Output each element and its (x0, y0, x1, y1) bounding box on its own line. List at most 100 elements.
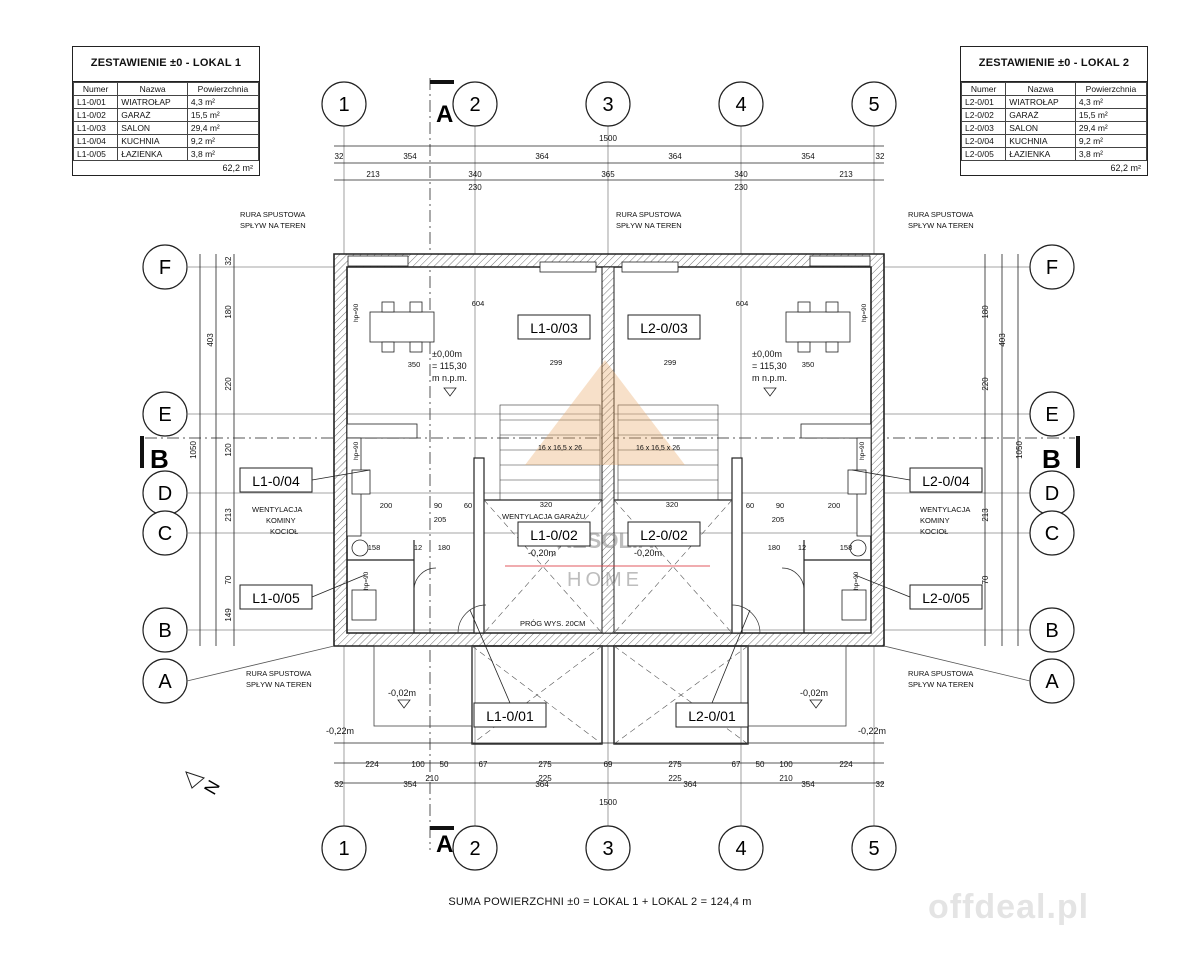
dim: 230 (468, 183, 482, 192)
cell: L1-0/05 (72, 147, 119, 161)
room-label-l2-kuchnia: L2-0/04 (922, 473, 970, 489)
dim: 354 (801, 780, 815, 789)
dim-total: 1500 (599, 134, 617, 143)
axis-label: B (158, 620, 171, 642)
level-mark: -0,02m (388, 688, 416, 698)
dim: 213 (981, 508, 990, 522)
section-mark-b: B (150, 444, 169, 474)
dim: 32 (335, 780, 344, 789)
dim: 213 (366, 170, 380, 179)
dim-total: 1500 (599, 798, 617, 807)
dim: 50 (756, 760, 765, 769)
dim: 100 (779, 760, 793, 769)
stairs-label: 16 x 16,5 x 26 (538, 445, 582, 452)
axis-markers-right: F E D C B A (883, 244, 1075, 704)
dim: 70 (224, 575, 233, 584)
dimension-texts: 1500 32 354 364 364 354 32 213 340 365 3… (335, 134, 885, 807)
dim: 180 (438, 543, 451, 552)
axis-label: A (1045, 671, 1059, 693)
dim: 224 (839, 760, 853, 769)
dim: 180 (224, 305, 233, 319)
interior-dimensions: 604 604 299 299 350 350 320 320 200 200 … (368, 299, 853, 552)
watermark: offdeal.pl (928, 888, 1090, 926)
area-total: 62,2 m² (222, 163, 253, 173)
annotation: hp=90 (353, 303, 360, 322)
axis-label: F (1046, 257, 1058, 279)
axis-label: E (158, 404, 171, 426)
dim: 354 (403, 152, 417, 161)
dim: 224 (365, 760, 379, 769)
dim: 210 (779, 774, 793, 783)
dim: 67 (732, 760, 741, 769)
annotation: KOMINY (920, 516, 950, 525)
section-mark-b: B (1042, 444, 1061, 474)
dim: 354 (403, 780, 417, 789)
dim: 364 (535, 152, 549, 161)
annotation: KOCIOŁ (270, 527, 298, 536)
annotation: hp=90 (363, 571, 370, 590)
section-markers: A A B B (140, 80, 1080, 858)
level-mark: m n.p.m. (752, 373, 787, 383)
room-label-l2-garaz: L2-0/02 (640, 527, 688, 543)
dim: 158 (368, 543, 381, 552)
logo-text-2: HOME (567, 569, 643, 591)
dim: 32 (335, 152, 344, 161)
room-label-l2-wiatrolap: L2-0/01 (688, 708, 736, 724)
area-sum-footer: SUMA POWIERZCHNI ±0 = LOKAL 1 + LOKAL 2 … (448, 896, 752, 908)
area-table-lokal-1: ZESTAWIENIE ±0 - LOKAL 1 Numer Nazwa Pow… (72, 46, 260, 176)
dim: 275 (668, 760, 682, 769)
dim: 158 (840, 543, 853, 552)
dim: 230 (734, 183, 748, 192)
level-markers (397, 387, 823, 709)
axis-label: 5 (868, 94, 879, 116)
room-label-l1-kuchnia: L1-0/04 (252, 473, 300, 489)
axis-label: F (159, 257, 171, 279)
dim: 180 (981, 305, 990, 319)
dim: 205 (434, 515, 447, 524)
stairs-label: 16 x 16,5 x 26 (636, 445, 680, 452)
dim: 60 (746, 501, 754, 510)
dim: 90 (776, 501, 784, 510)
room-label-l2-lazienka: L2-0/05 (922, 590, 970, 606)
annotation: WENTYLACJA (252, 505, 302, 514)
dim: 70 (981, 575, 990, 584)
annotations: RURA SPUSTOWA SPŁYW NA TEREN RURA SPUSTO… (240, 210, 974, 736)
dim: 354 (801, 152, 815, 161)
dim: 299 (550, 358, 563, 367)
annotation: SPŁYW NA TEREN (908, 221, 974, 230)
annotation: hp=90 (861, 303, 868, 322)
annotation: RURA SPUSTOWA (240, 210, 305, 219)
cell: 3,8 m² (186, 147, 260, 161)
room-label-l1-wiatrolap: L1-0/01 (486, 708, 534, 724)
room-label-l1-garaz: L1-0/02 (530, 527, 578, 543)
axis-label: 2 (469, 94, 480, 116)
axis-markers-left: F E D C B A (142, 244, 335, 704)
level-mark: m n.p.m. (432, 373, 467, 383)
dim: 205 (772, 515, 785, 524)
dim: 12 (414, 543, 422, 552)
dim: 213 (224, 508, 233, 522)
annotation: RURA SPUSTOWA (908, 669, 973, 678)
axis-label: E (1045, 404, 1058, 426)
dim: 69 (604, 760, 613, 769)
axis-label: A (158, 671, 172, 693)
room-label-l1-salon: L1-0/03 (530, 320, 578, 336)
dim: 213 (839, 170, 853, 179)
level-mark: -0,22m (858, 726, 886, 736)
level-mark: ±0,00m (432, 349, 462, 359)
dim: 1050 (189, 441, 198, 459)
axis-label: 4 (735, 94, 746, 116)
dim: 210 (425, 774, 439, 783)
axis-label: 3 (602, 94, 613, 116)
dim: 60 (464, 501, 472, 510)
dimension-texts-vertical: 1050 403 32 180 220 120 213 70 149 1050 … (189, 256, 1024, 622)
dim: 220 (224, 377, 233, 391)
walls (333, 253, 885, 745)
dim: 1050 (1015, 441, 1024, 459)
dim: 180 (768, 543, 781, 552)
